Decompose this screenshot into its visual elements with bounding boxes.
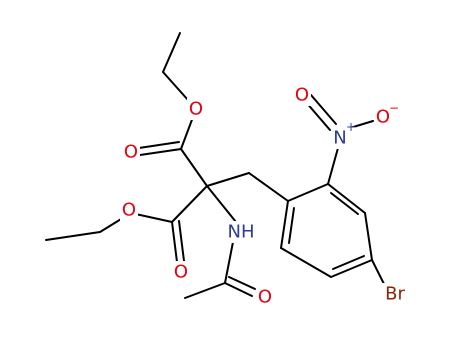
bond-n-o-single xyxy=(349,120,374,129)
bond-ring-c6-c1 xyxy=(280,200,289,249)
nitro-positive-charge: + xyxy=(346,120,356,134)
bond-c-central-lower xyxy=(171,185,208,223)
label-bg xyxy=(293,84,311,106)
bond-acetyl-methyl xyxy=(184,282,226,299)
label-bg xyxy=(381,283,409,305)
oxygen-amide: O xyxy=(258,287,272,308)
bond-central-n xyxy=(206,185,237,223)
bond-ring-inner-c6-c1 xyxy=(288,207,295,244)
bond-n-c-acetyl xyxy=(224,241,234,284)
bond-n-o-double-b xyxy=(310,94,337,125)
bond-acetyl-o-double-b xyxy=(228,276,256,290)
label-bg xyxy=(187,98,205,120)
bond-ch2-ch3-lower xyxy=(45,231,101,241)
bond-ring-inner-c4-c5 xyxy=(332,255,365,270)
bond-ring-c1-c2 xyxy=(287,183,329,202)
bromine: Br xyxy=(385,284,405,305)
bond-ch2-ring xyxy=(248,172,289,202)
oxygen-nitro-double: O xyxy=(295,85,309,106)
nitrogen-nitro: N xyxy=(333,128,346,149)
label-bg xyxy=(225,221,257,243)
label-bg xyxy=(172,261,190,283)
nitrogen-amide: NH xyxy=(228,222,255,243)
bond-c-o-double-lower-b xyxy=(178,220,185,262)
label-bg xyxy=(122,141,140,163)
bond-central-ch2 xyxy=(206,172,250,187)
bond-c-central-upper xyxy=(180,148,208,187)
oxygen-nitro-single: O xyxy=(376,107,390,128)
nitro-negative-charge: − xyxy=(389,101,399,115)
bond-ring-c2-c3 xyxy=(327,183,366,214)
bond-c-o-double-upper-b xyxy=(138,141,180,149)
bond-layer xyxy=(45,32,385,299)
bond-ring-inner-c2-c3 xyxy=(330,192,359,215)
oxygen-ester-upper: O xyxy=(189,99,203,120)
bond-acetyl-o-double-a xyxy=(224,282,253,297)
bond-ring-n-nitro xyxy=(327,147,339,185)
oxygen-carbonyl-lower: O xyxy=(174,262,188,283)
label-bg xyxy=(331,127,355,149)
bond-ring-br xyxy=(371,259,385,285)
oxygen-carbonyl-upper: O xyxy=(124,142,138,163)
bond-ch3-ch2-upper xyxy=(162,32,181,73)
label-bg xyxy=(120,199,138,221)
oxygen-ester-lower: O xyxy=(122,200,136,221)
label-bg xyxy=(256,286,274,308)
label-bg xyxy=(374,106,392,128)
bond-c-o-double-upper-a xyxy=(139,148,182,156)
bond-ring-c3-c4 xyxy=(364,212,373,261)
bond-ring-c5-c6 xyxy=(280,247,332,278)
bond-c-o-double-lower-a xyxy=(171,221,178,263)
bond-ring-c4-c5 xyxy=(330,259,373,278)
